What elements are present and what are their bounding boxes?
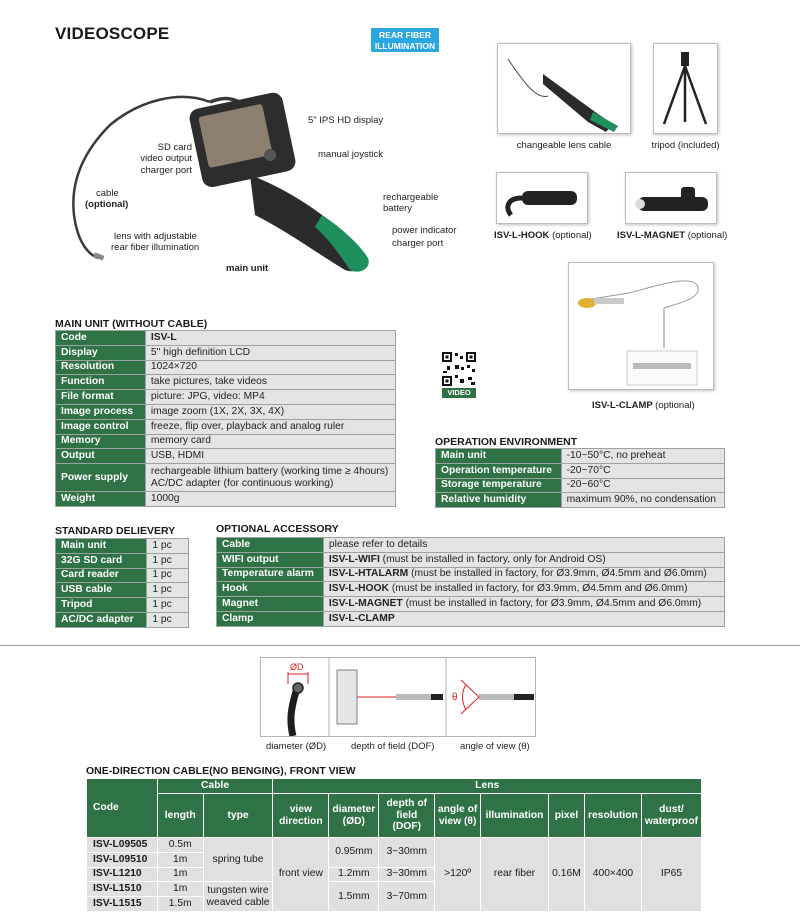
table-row: Operation temperature-20~70°C: [435, 462, 726, 479]
joystick-callout: manual joystick: [318, 149, 383, 160]
table-header-row: Code Cable Lens: [86, 778, 702, 838]
standard-delivery-heading: STANDARD DELIEVERY: [55, 525, 176, 537]
hook-photo: [496, 172, 588, 224]
battery-callout-1: rechargeable: [383, 192, 439, 203]
qr-label: VIDEO: [442, 388, 476, 398]
cable-table-heading: ONE-DIRECTION CABLE(NO BENGING), FRONT V…: [86, 765, 356, 777]
power-indicator-callout: power indicator: [392, 225, 457, 236]
main-unit-table-heading: MAIN UNIT (WITHOUT CABLE): [55, 318, 208, 330]
main-unit-illustration: [72, 92, 369, 272]
table-header-row: length type view direction diameter (ØD)…: [87, 793, 703, 838]
operation-env-table: Main unit-10~50°C, no preheat Operation …: [435, 448, 726, 509]
hook-caption: ISV-L-HOOK (optional): [494, 230, 592, 241]
operation-env-heading: OPERATION ENVIRONMENT: [435, 436, 578, 448]
magnet-photo: [625, 172, 717, 224]
clamp-caption: ISV-L-CLAMP (optional): [592, 400, 695, 411]
rear-fiber-badge: REAR FIBER ILLUMINATION: [371, 28, 439, 52]
lens-callout-2: rear fiber illumination: [111, 242, 200, 253]
dia-symbol: ØD: [290, 662, 304, 672]
lens-cable-caption: changeable lens cable: [516, 140, 612, 151]
cable-optional-callout: (optional): [85, 199, 129, 210]
page-title: VIDEOSCOPE: [55, 24, 170, 43]
table-row: ISV-L1510 1m tungsten wire weaved cable …: [86, 881, 702, 912]
optional-accessory-heading: OPTIONAL ACCESSORY: [216, 523, 339, 535]
cable-diagram: ØD θ: [260, 657, 536, 737]
display-callout: 5" IPS HD display: [308, 115, 384, 126]
cable-spec-table: Code Cable Lens length type view directi…: [86, 778, 703, 912]
tripod-photo: [653, 43, 718, 134]
theta-symbol: θ: [452, 692, 458, 703]
sd-card-callout: SD card: [157, 142, 192, 153]
table-row: Storage temperature-20~60°C: [435, 477, 726, 494]
angle-caption: angle of view (θ): [460, 741, 530, 752]
table-row: Main unit-10~50°C, no preheat: [435, 448, 726, 464]
table-row: ISV-L09505 0.5m spring tube front view 0…: [86, 836, 703, 912]
qr-code[interactable]: VIDEO: [441, 351, 477, 399]
charger-port-right-callout: charger port: [392, 238, 444, 249]
video-output-callout: video output: [140, 153, 192, 164]
table-row: ISV-L1515 1.5m: [86, 896, 702, 912]
lens-cable-photo: [497, 43, 631, 134]
cable-callout: cable: [96, 188, 119, 199]
tripod-caption: tripod (included): [651, 140, 720, 151]
clamp-photo: [568, 262, 714, 390]
lens-callout-1: lens with adjustable: [114, 231, 197, 242]
qr-icon: [441, 351, 477, 387]
battery-callout-2: battery: [383, 203, 413, 214]
diameter-caption: diameter (ØD): [266, 741, 327, 752]
main-unit-caption: main unit: [226, 263, 269, 274]
section-divider: [0, 645, 800, 646]
dof-caption: depth of field (DOF): [351, 741, 435, 752]
charger-port-left-callout: charger port: [140, 165, 192, 176]
table-row: ISV-L1210 1m 1.2mm 3~30mm: [86, 866, 702, 883]
magnet-caption: ISV-L-MAGNET (optional): [617, 230, 728, 241]
